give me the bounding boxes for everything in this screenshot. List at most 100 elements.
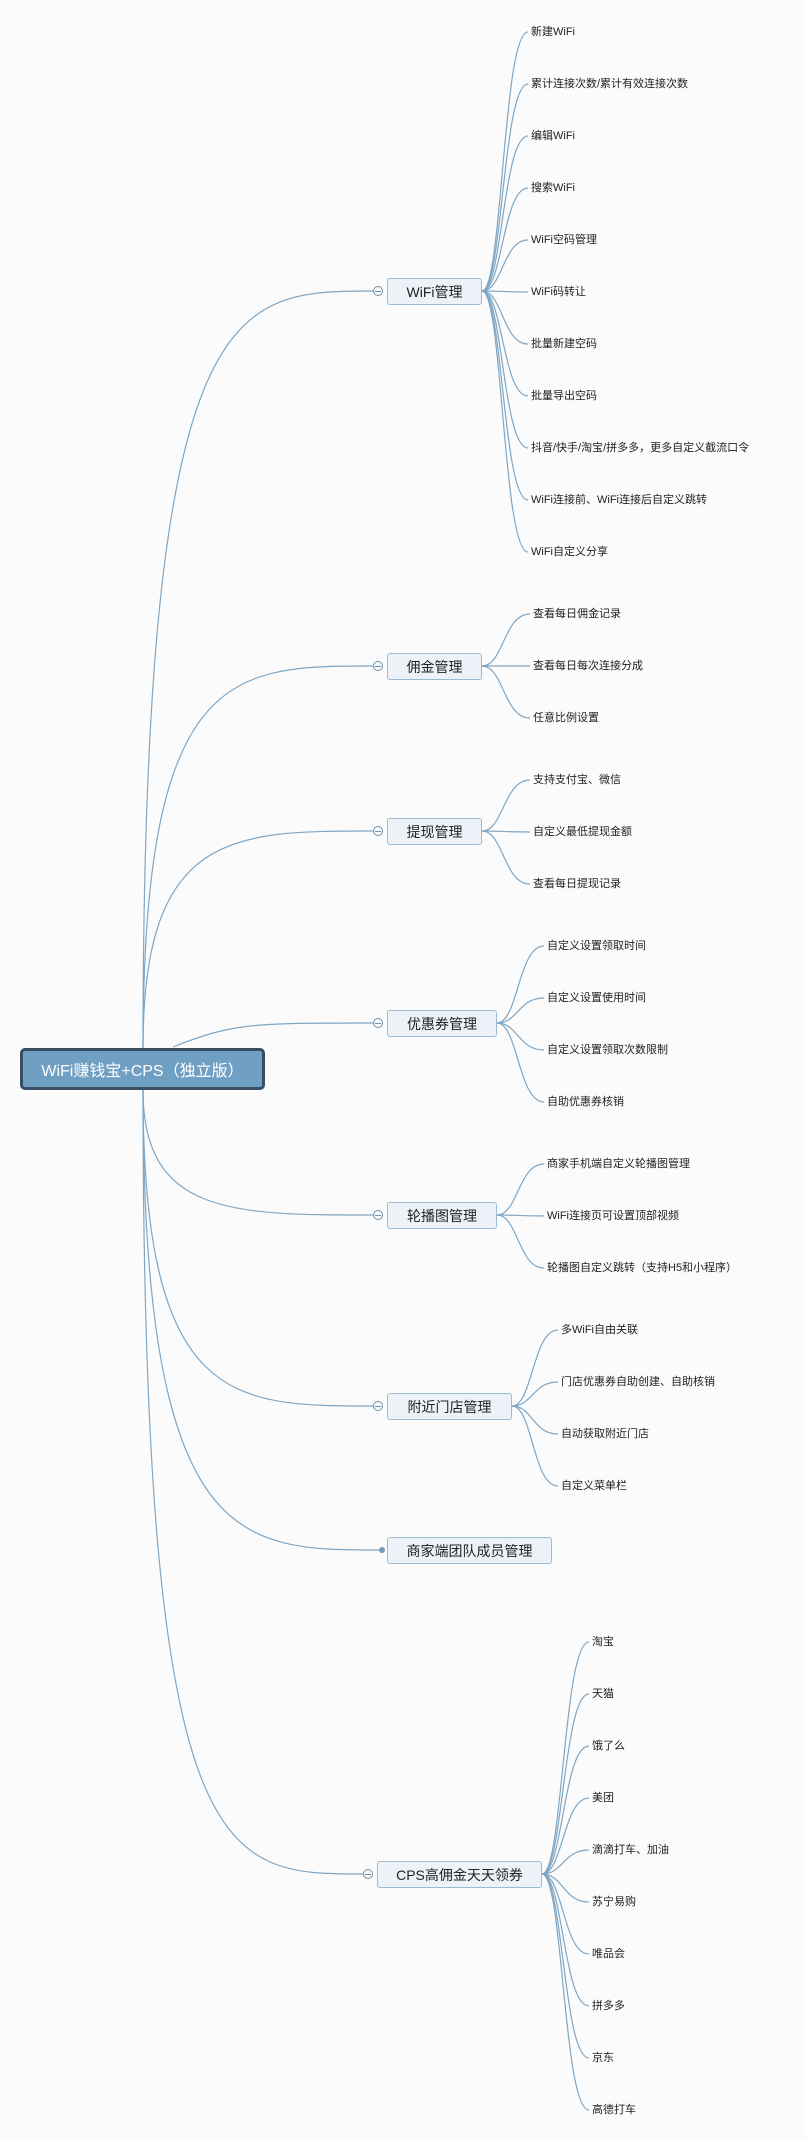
leaf-item[interactable]: 自定义设置领取次数限制 (547, 1044, 668, 1056)
leaf-item[interactable]: 淘宝 (592, 1636, 614, 1648)
leaf-item[interactable]: 饿了么 (592, 1740, 625, 1752)
leaf-item[interactable]: 批量新建空码 (531, 338, 597, 350)
leaf-item[interactable]: 苏宁易购 (592, 1896, 636, 1908)
leaf-item[interactable]: 自定义设置使用时间 (547, 992, 646, 1004)
branch-coupon-management[interactable]: 优惠券管理 (387, 1010, 497, 1037)
root-branch-connector (142, 1089, 374, 1216)
branch-leaf-connector (541, 1641, 590, 1875)
branch-leaf-connector (511, 1405, 559, 1487)
root-branch-connector (142, 1089, 364, 1875)
branch-leaf-connector (496, 997, 545, 1024)
branch-leaf-connector (481, 830, 531, 833)
collapse-cps-coupons-icon[interactable] (363, 1869, 373, 1879)
root-branch-connector (142, 1089, 374, 1407)
leaf-item[interactable]: WiFi码转让 (531, 286, 586, 298)
branch-cps-coupons[interactable]: CPS高佣金天天领券 (377, 1861, 542, 1888)
leaf-item[interactable]: 门店优惠券自助创建、自助核销 (561, 1376, 715, 1388)
leaf-item[interactable]: 轮播图自定义跳转（支持H5和小程序） (547, 1262, 738, 1274)
branch-leaf-connector (541, 1873, 590, 2111)
leaf-item[interactable]: WiFi连接页可设置顶部视频 (547, 1210, 679, 1222)
branch-leaf-connector (541, 1873, 590, 1903)
leaf-item[interactable]: 支持支付宝、微信 (533, 774, 621, 786)
leaf-item[interactable]: 商家手机端自定义轮播图管理 (547, 1158, 690, 1170)
branch-leaf-connector (481, 290, 529, 397)
branch-leaf-connector (541, 1797, 590, 1875)
branch-leaf-connector (481, 613, 531, 667)
branch-leaf-connector (481, 290, 529, 501)
branch-leaf-connector (496, 1214, 545, 1217)
branch-leaf-connector (481, 83, 529, 292)
leaf-item[interactable]: 累计连接次数/累计有效连接次数 (531, 78, 689, 90)
branch-leaf-connector (511, 1381, 559, 1407)
leaf-item[interactable]: 查看每日提现记录 (533, 878, 621, 890)
branch-carousel-management[interactable]: 轮播图管理 (387, 1202, 497, 1229)
collapse-carousel-management-icon[interactable] (373, 1210, 383, 1220)
branch-commission-management[interactable]: 佣金管理 (387, 653, 482, 680)
branch-leaf-connector (496, 945, 545, 1024)
leaf-item[interactable]: 自助优惠券核销 (547, 1096, 624, 1108)
branch-leaf-connector (481, 290, 529, 293)
branch-leaf-connector (496, 1163, 545, 1216)
branch-leaf-connector (496, 1022, 545, 1103)
leaf-item[interactable]: 搜索WiFi (531, 182, 575, 194)
leaf-item[interactable]: WiFi空码管理 (531, 234, 597, 246)
branch-leaf-connector (541, 1693, 590, 1875)
branch-leaf-connector (541, 1873, 590, 1955)
root-branch-connector (142, 1089, 381, 1551)
leaf-item[interactable]: 新建WiFi (531, 26, 575, 38)
collapse-commission-management-icon[interactable] (373, 661, 383, 671)
leaf-item[interactable]: 京东 (592, 2052, 614, 2064)
branch-leaf-connector (481, 290, 529, 449)
collapse-coupon-management-icon[interactable] (373, 1018, 383, 1028)
leaf-item[interactable]: 批量导出空码 (531, 390, 597, 402)
branch-withdraw-management[interactable]: 提现管理 (387, 818, 482, 845)
branch-leaf-connector (541, 1873, 590, 2007)
branch-leaf-connector (511, 1329, 559, 1407)
branch-leaf-connector (541, 1873, 590, 2059)
branch-leaf-connector (481, 239, 529, 292)
branch-leaf-connector (496, 1022, 545, 1051)
leaf-item[interactable]: 自定义菜单栏 (561, 1480, 627, 1492)
leaf-item[interactable]: 抖音/快手/淘宝/拼多多，更多自定义截流口令 (531, 442, 750, 454)
leaf-item[interactable]: 天猫 (592, 1688, 614, 1700)
root-branch-connector (172, 1022, 374, 1048)
leaf-item[interactable]: 查看每日每次连接分成 (533, 660, 643, 672)
leaf-item[interactable]: 高德打车 (592, 2104, 636, 2116)
branch-leaf-connector (481, 135, 529, 292)
leaf-item[interactable]: 美团 (592, 1792, 614, 1804)
leaf-item[interactable]: 拼多多 (592, 2000, 625, 2012)
root-node[interactable]: WiFi赚钱宝+CPS（独立版） (20, 1048, 265, 1090)
leaf-item[interactable]: 自定义设置领取时间 (547, 940, 646, 952)
branch-leaf-connector (481, 31, 529, 292)
connector-lines (142, 31, 590, 2111)
branch-merchant-team-management[interactable]: 商家端团队成员管理 (387, 1537, 552, 1564)
leaf-item[interactable]: WiFi连接前、WiFi连接后自定义跳转 (531, 494, 707, 506)
leaf-item[interactable]: 查看每日佣金记录 (533, 608, 621, 620)
leaf-item[interactable]: 编辑WiFi (531, 130, 575, 142)
branch-leaf-connector (511, 1405, 559, 1435)
branch-wifi-management[interactable]: WiFi管理 (387, 278, 482, 305)
leaf-item[interactable]: 唯品会 (592, 1948, 625, 1960)
branch-leaf-connector (541, 1849, 590, 1875)
leaf-item[interactable]: 多WiFi自由关联 (561, 1324, 638, 1336)
branch-leaf-connector (541, 1745, 590, 1875)
branch-leaf-connector (481, 290, 529, 553)
branch-leaf-connector (481, 830, 531, 885)
leaf-item[interactable]: WiFi自定义分享 (531, 546, 608, 558)
branch-leaf-connector (481, 665, 531, 719)
leaf-item[interactable]: 自定义最低提现金额 (533, 826, 632, 838)
leaf-item[interactable]: 自动获取附近门店 (561, 1428, 649, 1440)
root-branch-connector (142, 830, 374, 1049)
root-branch-connector (142, 290, 374, 1049)
branch-leaf-connector (481, 187, 529, 292)
leaf-item[interactable]: 任意比例设置 (533, 712, 599, 724)
branch-nearby-store-management[interactable]: 附近门店管理 (387, 1393, 512, 1420)
collapse-wifi-management-icon[interactable] (373, 286, 383, 296)
branch-leaf-connector (496, 1214, 545, 1269)
collapse-nearby-store-management-icon[interactable] (373, 1401, 383, 1411)
branch-leaf-connector (481, 779, 531, 832)
leaf-item[interactable]: 滴滴打车、加油 (592, 1844, 669, 1856)
root-branch-connector (142, 665, 374, 1049)
collapse-withdraw-management-icon[interactable] (373, 826, 383, 836)
